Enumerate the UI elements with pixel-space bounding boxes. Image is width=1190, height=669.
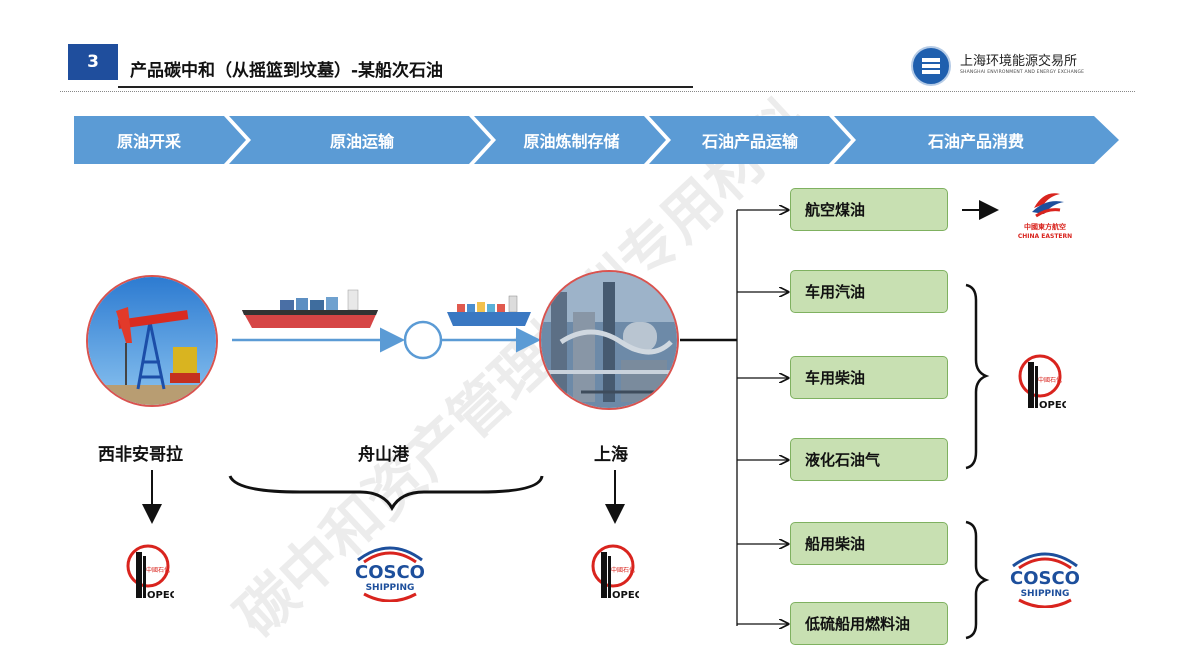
cosco-logo-products: COSCO SHIPPING: [995, 544, 1095, 612]
sinopec-logo-refinery: 中國石化 OPEC: [587, 542, 642, 604]
stage-product-transport: 石油产品运输: [701, 132, 798, 151]
container-ship-icon: [447, 295, 531, 326]
location-origin: 西非安哥拉: [98, 445, 183, 465]
cosco-brace: [965, 520, 990, 640]
cosco-bottom-text: SHIPPING: [1021, 589, 1070, 599]
sinopec-brace: [965, 283, 990, 470]
product-lpg: 液化石油气: [790, 438, 948, 481]
page-title: 产品碳中和（从摇篮到坟墓）-某船次石油: [130, 61, 444, 81]
cosco-top-text: COSCO: [355, 562, 425, 583]
refinery-image: [539, 270, 679, 410]
stage-shape-3: [474, 116, 666, 164]
location-port: 舟山港: [358, 445, 409, 465]
product-jet-fuel: 航空煤油: [790, 188, 948, 231]
product-gasoline: 车用汽油: [790, 270, 948, 313]
port-node: [403, 320, 443, 360]
location-refinery: 上海: [594, 445, 628, 465]
sinopec-en-text: OPEC: [612, 590, 639, 600]
sinopec-cn-text: 中國石化: [146, 566, 170, 574]
oil-pumpjack-image: [86, 275, 218, 407]
stage-shape-2: [229, 116, 491, 164]
sinopec-cn-text: 中國石化: [611, 566, 635, 574]
sinopec-logo-products: 中國石化 OPEC: [1014, 352, 1069, 414]
product-marine-diesel: 船用柴油: [790, 522, 948, 565]
exchange-name: 上海环境能源交易所: [960, 54, 1078, 69]
crude-tanker-ship-icon: [242, 289, 378, 328]
section-number: 3: [68, 44, 118, 80]
header-divider: [60, 91, 1135, 92]
exchange-english-name: SHANGHAI ENVIRONMENT AND ENERGY EXCHANGE: [960, 70, 1085, 75]
china-eastern-cn-text: 中國東方航空: [1024, 222, 1066, 231]
china-eastern-en-text: CHINA EASTERN: [1018, 233, 1072, 240]
port-brace: [228, 475, 544, 512]
cosco-bottom-text: SHIPPING: [366, 583, 415, 593]
product-low-sulfur-fuel-oil: 低硫船用燃料油: [790, 602, 948, 645]
stage-shape-5: [834, 116, 1119, 164]
cosco-logo-port: COSCO SHIPPING: [340, 538, 440, 606]
product-vehicle-diesel: 车用柴油: [790, 356, 948, 399]
stage-refining-storage: 原油炼制存储: [523, 132, 620, 151]
cosco-top-text: COSCO: [1010, 568, 1080, 589]
title-underline: [118, 86, 693, 88]
sinopec-logo-origin: 中國石化 OPEC: [122, 542, 177, 604]
stage-product-consumption: 石油产品消费: [927, 132, 1024, 151]
stage-shape-1: [74, 116, 246, 164]
sinopec-cn-text: 中國石化: [1038, 376, 1062, 384]
exchange-logo-icon: [911, 46, 951, 86]
stage-crude-extraction: 原油开采: [116, 132, 181, 151]
stage-bar: [74, 116, 1119, 164]
sinopec-en-text: OPEC: [147, 590, 174, 600]
stage-shape-4: [649, 116, 851, 164]
stage-crude-transport: 原油运输: [329, 132, 394, 151]
sinopec-en-text: OPEC: [1039, 400, 1066, 410]
china-eastern-logo: 中國東方航空 CHINA EASTERN: [1010, 184, 1080, 246]
